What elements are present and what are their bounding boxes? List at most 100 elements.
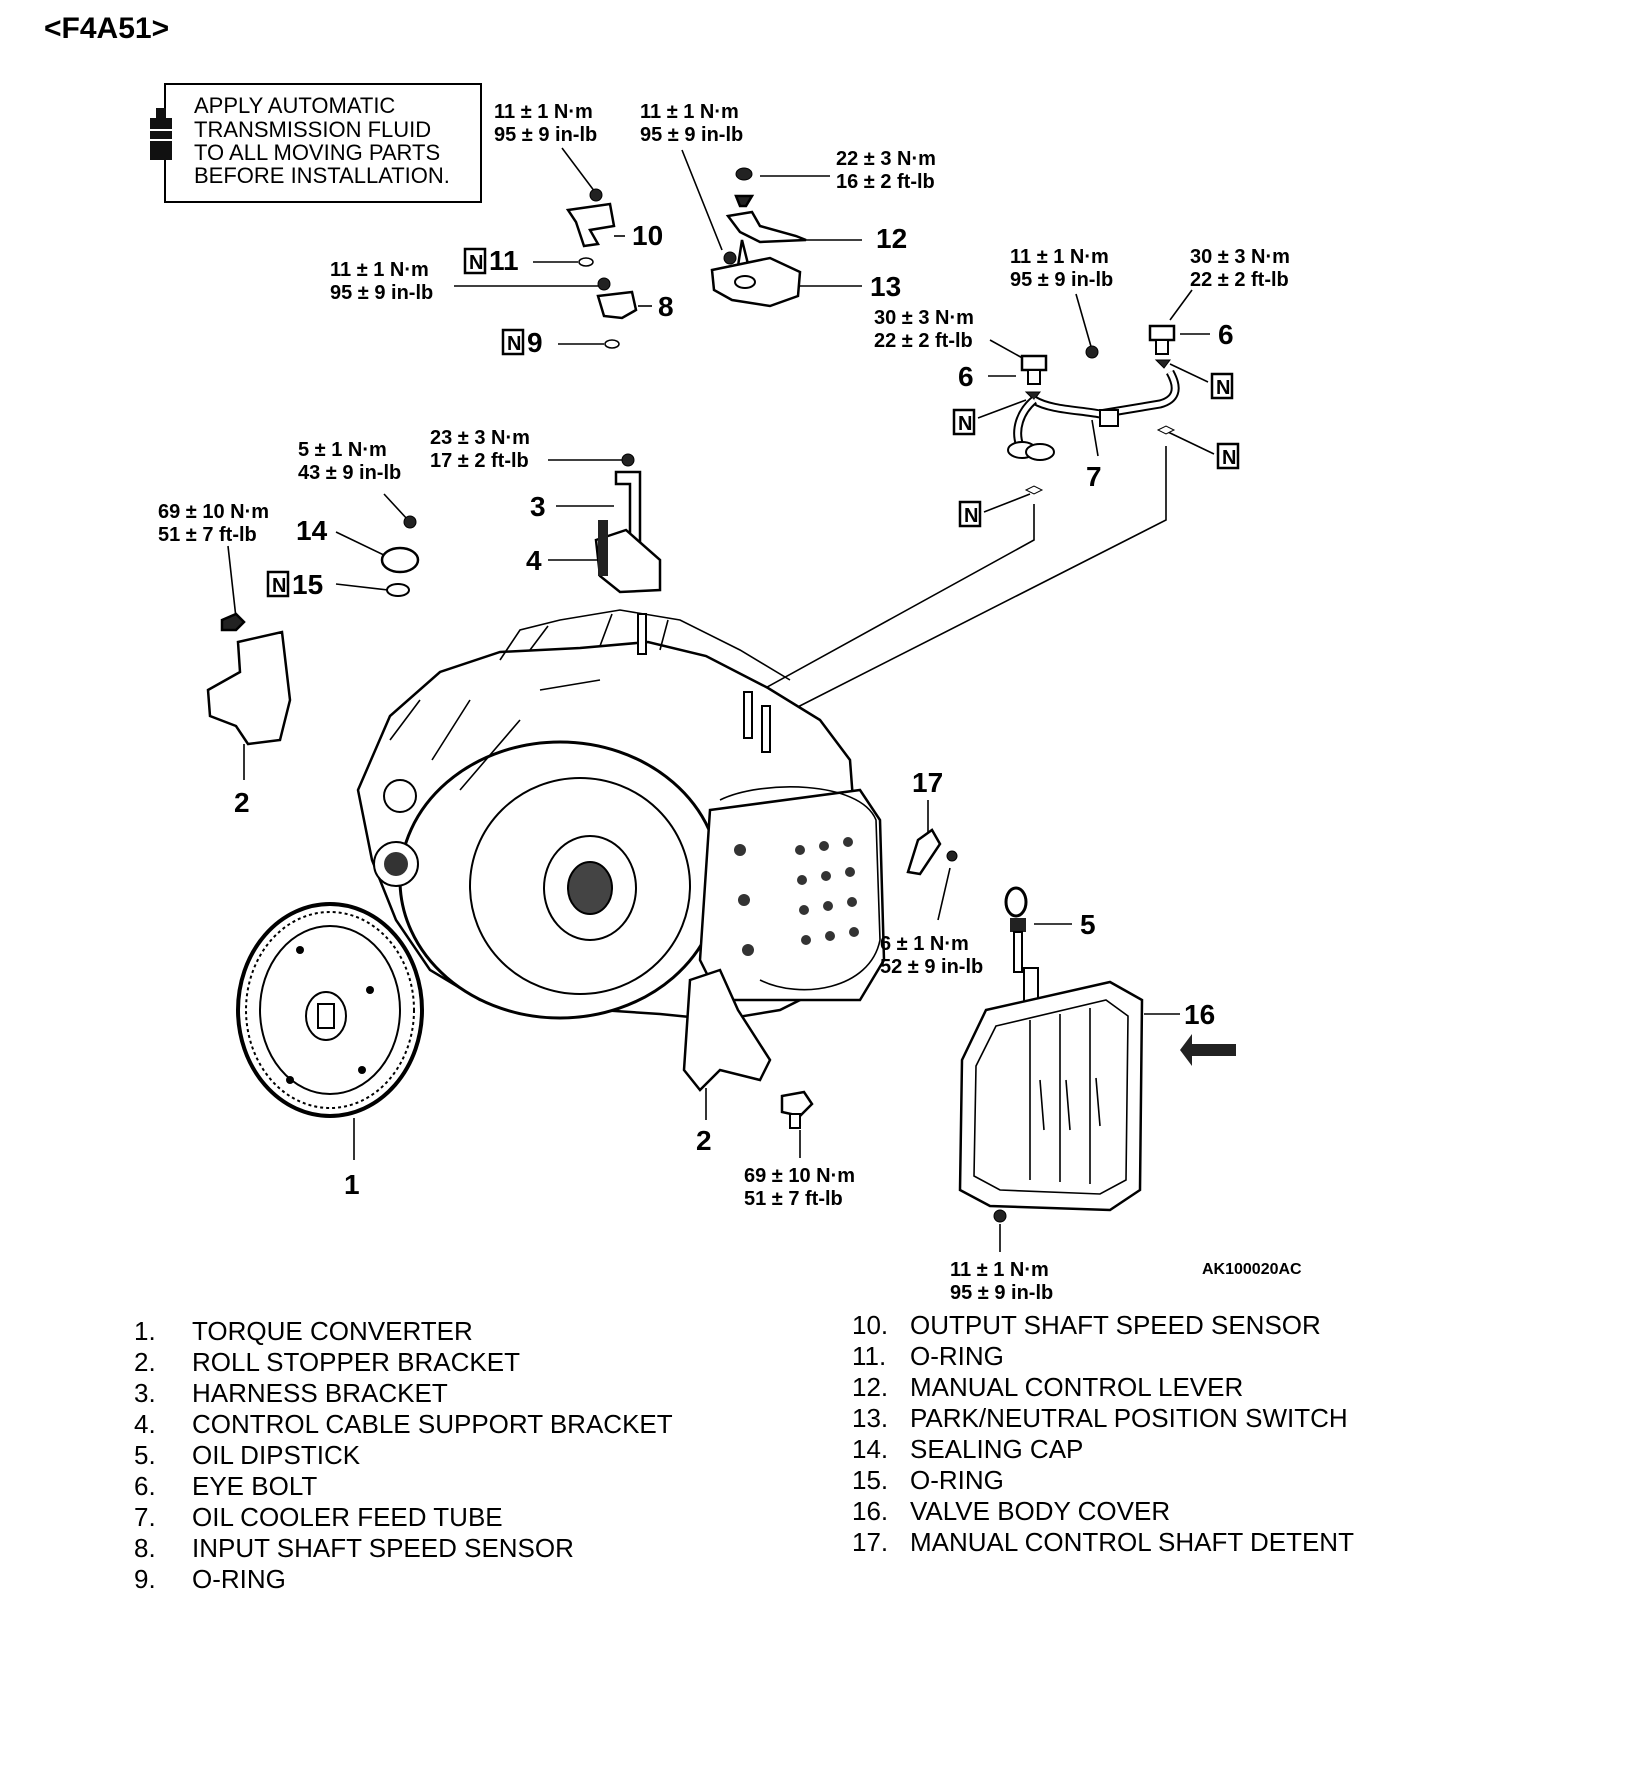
legend-item: 1. TORQUE CONVERTER bbox=[134, 1316, 473, 1347]
svg-text:51 ± 7 ft-lb: 51 ± 7 ft-lb bbox=[744, 1188, 843, 1210]
svg-text:43 ± 9 in-lb: 43 ± 9 in-lb bbox=[298, 462, 401, 484]
svg-text:11 ± 1 N·m: 11 ± 1 N·m bbox=[330, 259, 429, 281]
legend-item-name: TORQUE CONVERTER bbox=[192, 1316, 473, 1346]
legend-item: 8. INPUT SHAFT SPEED SENSOR bbox=[134, 1533, 574, 1564]
svg-text:95 ± 9 in-lb: 95 ± 9 in-lb bbox=[950, 1282, 1053, 1304]
roll-stopper-bracket-left bbox=[206, 612, 292, 746]
replace-badge-9: N bbox=[501, 328, 525, 356]
manual-control-shaft-detent bbox=[906, 828, 958, 876]
callout-15: 15 bbox=[292, 569, 323, 600]
note-line-4: BEFORE INSTALLATION. bbox=[194, 163, 450, 188]
sealing-cap-bolt bbox=[403, 515, 417, 529]
svg-text:95 ± 9 in-lb: 95 ± 9 in-lb bbox=[640, 124, 743, 146]
roll-stopper-bolt bbox=[780, 1090, 814, 1129]
control-cable-support-bracket bbox=[594, 520, 662, 594]
manual-control-lever bbox=[725, 167, 807, 268]
input-shaft-speed-sensor bbox=[596, 277, 638, 320]
legend-item: 12. MANUAL CONTROL LEVER bbox=[852, 1372, 1243, 1403]
legend-item-name: OIL DIPSTICK bbox=[192, 1440, 361, 1470]
legend-item: 17. MANUAL CONTROL SHAFT DETENT bbox=[852, 1527, 1354, 1558]
legend-item: 5. OIL DIPSTICK bbox=[134, 1440, 360, 1471]
legend-item-name: OIL COOLER FEED TUBE bbox=[192, 1502, 503, 1532]
torque-label-6-left: 30 ± 3 N·m 22 ± 2 ft-lb bbox=[874, 307, 974, 352]
torque-label-3: 23 ± 3 N·m 17 ± 2 ft-lb bbox=[430, 427, 530, 472]
legend-item-number: 8. bbox=[134, 1533, 156, 1563]
legend-item-name: INPUT SHAFT SPEED SENSOR bbox=[192, 1533, 574, 1563]
torque-label-13: 11 ± 1 N·m 95 ± 9 in-lb bbox=[640, 101, 743, 146]
svg-text:95 ± 9 in-lb: 95 ± 9 in-lb bbox=[1010, 269, 1113, 291]
legend-item-number: 14. bbox=[852, 1434, 889, 1464]
svg-text:95 ± 9 in-lb: 95 ± 9 in-lb bbox=[494, 124, 597, 146]
svg-text:17 ± 2 ft-lb: 17 ± 2 ft-lb bbox=[430, 450, 529, 472]
legend-item-name: EYE BOLT bbox=[192, 1471, 318, 1501]
legend-item: 2. ROLL STOPPER BRACKET bbox=[134, 1347, 520, 1378]
svg-text:N: N bbox=[469, 252, 483, 274]
torque-converter bbox=[236, 902, 424, 1118]
svg-text:6 ± 1 N·m: 6 ± 1 N·m bbox=[880, 933, 969, 955]
legend-item-name: ROLL STOPPER BRACKET bbox=[192, 1347, 520, 1377]
legend-item-name: CONTROL CABLE SUPPORT BRACKET bbox=[192, 1409, 673, 1439]
o-ring-15 bbox=[386, 583, 410, 597]
callout-12: 12 bbox=[876, 223, 907, 254]
legend-item-name: VALVE BODY COVER bbox=[910, 1496, 1171, 1526]
legend-item-number: 12. bbox=[852, 1372, 889, 1402]
callout-8: 8 bbox=[658, 291, 674, 322]
front-arrow-icon bbox=[1180, 1034, 1236, 1066]
callout-5: 5 bbox=[1080, 909, 1096, 940]
svg-text:N: N bbox=[272, 575, 286, 597]
legend-item-number: 7. bbox=[134, 1502, 156, 1532]
svg-text:52 ± 9 in-lb: 52 ± 9 in-lb bbox=[880, 956, 983, 978]
torque-label-17: 6 ± 1 N·m 52 ± 9 in-lb bbox=[880, 933, 983, 978]
park-neutral-position-switch bbox=[710, 251, 802, 308]
torque-label-6-right: 30 ± 3 N·m 22 ± 2 ft-lb bbox=[1190, 246, 1290, 291]
legend-item-name: HARNESS BRACKET bbox=[192, 1378, 448, 1408]
callout-7: 7 bbox=[1086, 461, 1102, 492]
legend-item: 6. EYE BOLT bbox=[134, 1471, 317, 1502]
svg-text:N: N bbox=[958, 413, 972, 435]
eye-bolt-left bbox=[1020, 354, 1048, 401]
svg-text:22 ± 2 ft-lb: 22 ± 2 ft-lb bbox=[1190, 269, 1289, 291]
legend-item: 16. VALVE BODY COVER bbox=[852, 1496, 1170, 1527]
legend-item: 11. O-RING bbox=[852, 1341, 1004, 1372]
callout-4: 4 bbox=[526, 545, 542, 576]
model-code: <F4A51> bbox=[44, 12, 169, 45]
o-ring-9 bbox=[604, 339, 620, 349]
callout-11: 11 bbox=[489, 245, 519, 276]
callout-10: 10 bbox=[632, 220, 663, 251]
legend-item: 15. O-RING bbox=[852, 1465, 1004, 1496]
legend-item-name: PARK/NEUTRAL POSITION SWITCH bbox=[910, 1403, 1348, 1433]
callout-6-right: 6 bbox=[1218, 319, 1234, 350]
svg-text:30 ± 3 N·m: 30 ± 3 N·m bbox=[1190, 246, 1290, 268]
legend-item-number: 6. bbox=[134, 1471, 156, 1501]
replace-badge-right-lower: N bbox=[1216, 442, 1240, 470]
legend-item: 3. HARNESS BRACKET bbox=[134, 1378, 448, 1409]
svg-text:95 ± 9 in-lb: 95 ± 9 in-lb bbox=[330, 282, 433, 304]
torque-label-7-bolt: 11 ± 1 N·m 95 ± 9 in-lb bbox=[1010, 246, 1113, 291]
replace-badge-15: N bbox=[266, 570, 290, 598]
oil-cooler-feed-tube bbox=[1007, 369, 1180, 461]
torque-label-2-bottom: 69 ± 10 N·m 51 ± 7 ft-lb bbox=[744, 1165, 855, 1210]
legend-item-number: 3. bbox=[134, 1378, 156, 1408]
legend-item-number: 11. bbox=[852, 1341, 887, 1371]
torque-label-12: 22 ± 3 N·m 16 ± 2 ft-lb bbox=[836, 148, 936, 193]
note-line-3: TO ALL MOVING PARTS bbox=[194, 140, 440, 165]
tube-bracket-bolt bbox=[1085, 345, 1099, 359]
legend-item-number: 17. bbox=[852, 1527, 889, 1557]
callout-16: 16 bbox=[1184, 999, 1215, 1030]
svg-text:11 ± 1 N·m: 11 ± 1 N·m bbox=[1010, 246, 1109, 268]
legend-item: 9. O-RING bbox=[134, 1564, 286, 1595]
note-line-1: APPLY AUTOMATIC bbox=[194, 93, 395, 118]
legend-item-name: O-RING bbox=[192, 1564, 286, 1594]
torque-label-2-top: 69 ± 10 N·m 51 ± 7 ft-lb bbox=[158, 501, 269, 546]
legend-item: 14. SEALING CAP bbox=[852, 1434, 1083, 1465]
torque-label-8: 11 ± 1 N·m 95 ± 9 in-lb bbox=[330, 259, 433, 304]
replace-badge-right-upper: N bbox=[1210, 372, 1234, 400]
svg-text:11 ± 1 N·m: 11 ± 1 N·m bbox=[640, 101, 739, 123]
svg-text:N: N bbox=[964, 505, 978, 527]
torque-label-14: 5 ± 1 N·m 43 ± 9 in-lb bbox=[298, 439, 401, 484]
legend-item-number: 13. bbox=[852, 1403, 889, 1433]
callout-2-left: 2 bbox=[234, 787, 250, 818]
svg-text:69 ± 10 N·m: 69 ± 10 N·m bbox=[744, 1165, 855, 1187]
legend-item-number: 15. bbox=[852, 1465, 889, 1495]
